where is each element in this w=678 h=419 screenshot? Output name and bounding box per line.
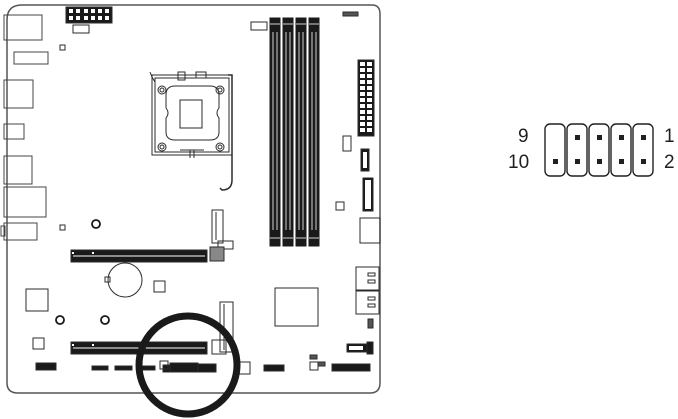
front-panel-header bbox=[331, 363, 371, 372]
small-component bbox=[153, 280, 166, 293]
small-component bbox=[335, 201, 345, 211]
cmos-battery bbox=[107, 262, 143, 298]
cpu-socket bbox=[149, 71, 233, 191]
ic-chip bbox=[25, 288, 49, 312]
chipset bbox=[274, 287, 319, 327]
dimm-slots bbox=[269, 17, 320, 247]
bottom-headers bbox=[35, 362, 217, 373]
small-header-top bbox=[342, 11, 359, 17]
rear-io-ports bbox=[0, 14, 49, 241]
cpu-fan-header bbox=[250, 21, 268, 31]
header-bottom bbox=[263, 364, 285, 372]
small-component bbox=[104, 276, 111, 283]
sata-ports bbox=[355, 266, 380, 329]
small-switch bbox=[159, 360, 169, 370]
chip-right bbox=[359, 217, 381, 244]
small-component bbox=[59, 44, 66, 51]
pin-label-10: 10 bbox=[508, 152, 530, 173]
pin-label-1: 1 bbox=[664, 126, 675, 147]
m2-slot-1 bbox=[209, 209, 234, 262]
small-component bbox=[32, 337, 45, 350]
sys-fan-header bbox=[342, 135, 352, 152]
highlight-circle bbox=[135, 312, 241, 418]
small-component bbox=[59, 224, 66, 231]
pin-label-9: 9 bbox=[518, 126, 529, 147]
atx-12v-power-connector bbox=[65, 6, 113, 34]
pcie-x16-slot-1 bbox=[70, 249, 208, 263]
board-outline bbox=[6, 4, 381, 394]
pin-label-2: 2 bbox=[664, 152, 675, 173]
mounting-screws bbox=[55, 219, 110, 325]
button-cluster bbox=[309, 354, 326, 371]
pin-header-diagram bbox=[544, 123, 654, 177]
atx-24pin-power-connector bbox=[357, 59, 375, 137]
